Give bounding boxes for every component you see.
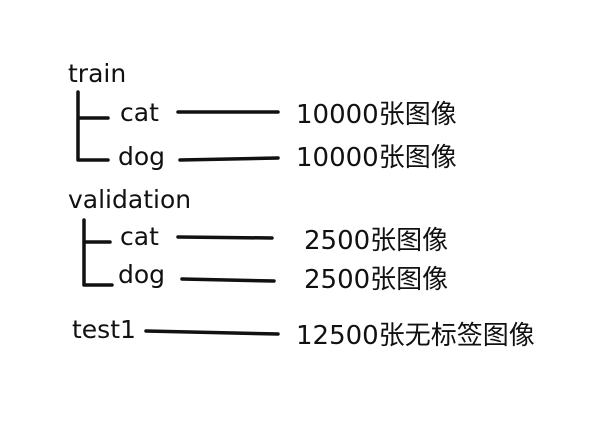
train-cat-label: cat — [120, 98, 159, 127]
test-count: 12500张无标签图像 — [296, 321, 535, 351]
train-dog-connector — [178, 156, 280, 162]
train-tree-bracket — [76, 90, 110, 162]
validation-cat-count: 2500张图像 — [304, 226, 449, 256]
validation-tree-bracket — [82, 218, 114, 287]
train-dog-count: 10000张图像 — [296, 143, 457, 173]
test-connector — [144, 329, 280, 336]
train-cat-count: 10000张图像 — [296, 100, 457, 130]
train-folder-label: train — [68, 59, 127, 88]
validation-dog-label: dog — [118, 260, 166, 289]
validation-cat-label: cat — [120, 222, 159, 251]
test-folder-label: test1 — [72, 315, 136, 344]
validation-dog-count: 2500张图像 — [304, 265, 449, 295]
validation-dog-connector — [180, 277, 276, 283]
train-dog-label: dog — [118, 142, 166, 171]
validation-cat-connector — [176, 235, 274, 240]
validation-folder-label: validation — [68, 185, 192, 214]
